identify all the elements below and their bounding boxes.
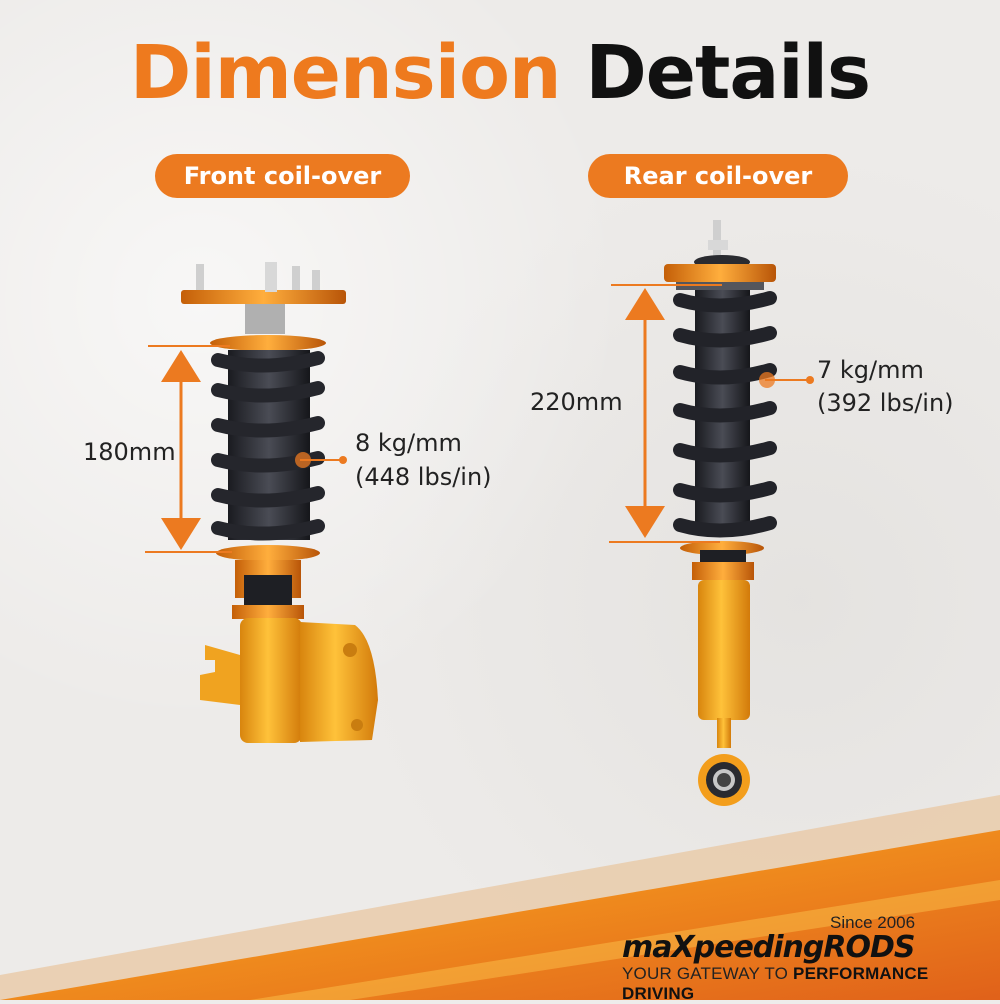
brand-logo: maXpeedingRODS [622,930,916,965]
rear-coilover-label: Rear coil-over [588,154,848,198]
front-spring-rate-imperial: (448 lbs/in) [355,463,492,491]
rear-spring-rate-metric: 7 kg/mm [817,356,924,384]
tagline-bold: PERFORMANCE DRIVING [622,964,929,1003]
page-title: Dimension Details [0,28,1000,118]
footer-swoosh [0,795,1000,1000]
rear-spring-rate-imperial: (392 lbs/in) [817,389,954,417]
brand-tagline: YOUR GATEWAY TO PERFORMANCE DRIVING [622,964,1000,1004]
front-length-label: 180mm [83,438,176,466]
front-coilover-label: Front coil-over [155,154,410,198]
tagline-light: YOUR GATEWAY TO [622,964,794,983]
rear-length-label: 220mm [530,388,623,416]
rear-coilover [664,220,777,806]
front-coilover [181,262,378,743]
front-spring-rate-metric: 8 kg/mm [355,429,462,457]
brand-since: Since 2006 [830,913,916,932]
title-dimension: Dimension [129,30,562,116]
front-dimension-arrow [145,345,347,553]
rear-dimension-arrow [609,284,814,543]
title-details: Details [585,30,871,116]
